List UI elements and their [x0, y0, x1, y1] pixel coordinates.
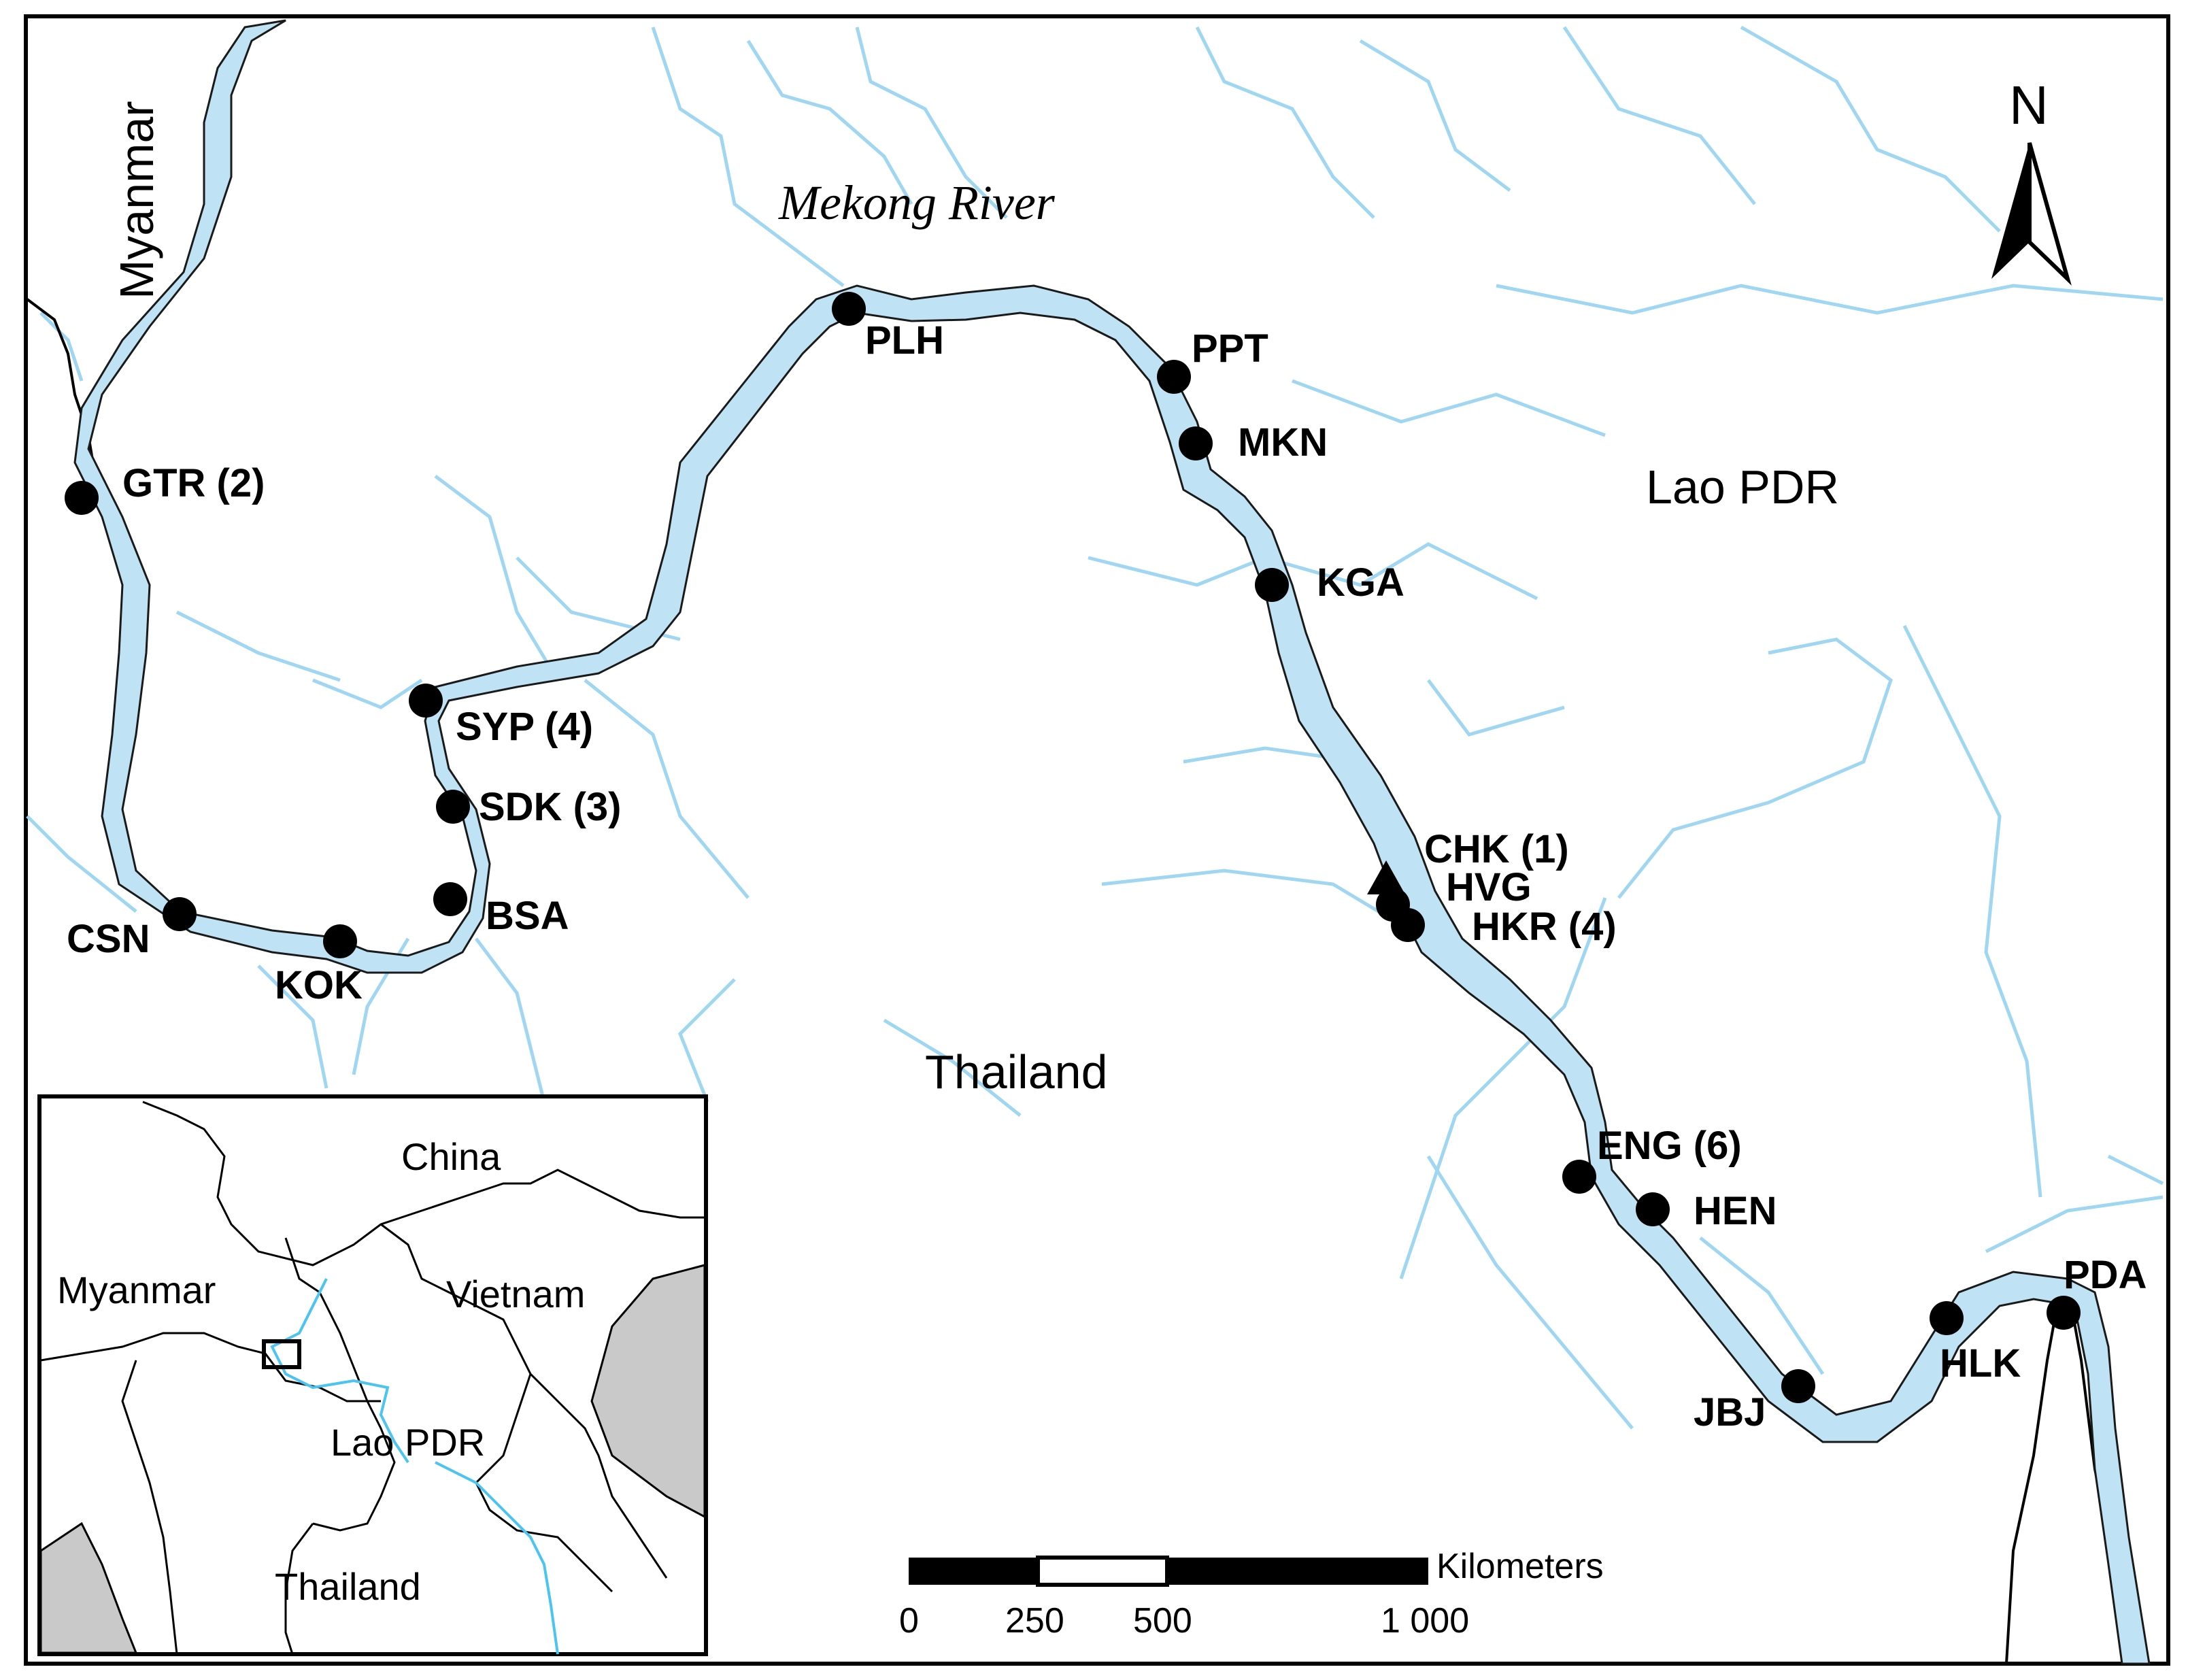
north-label: N	[2009, 75, 2049, 135]
site-point-hen[interactable]	[1636, 1192, 1670, 1226]
scale-tick-250: 250	[1005, 1601, 1064, 1641]
site-point-ppt[interactable]	[1157, 360, 1191, 394]
site-point-hkr[interactable]	[1391, 908, 1425, 942]
site-label-sdk: SDK (3)	[479, 785, 621, 829]
site-label-ppt: PPT	[1192, 326, 1268, 371]
site-label-kok: KOK	[275, 963, 363, 1007]
inset-label-myanmar: Myanmar	[57, 1269, 216, 1311]
site-label-syp: SYP (4)	[456, 705, 593, 749]
country-label-lao: Lao PDR	[1646, 460, 1839, 514]
site-point-hlk[interactable]	[1930, 1301, 1964, 1335]
site-label-pda: PDA	[2064, 1253, 2147, 1297]
site-label-kga: KGA	[1317, 560, 1404, 605]
site-label-eng: ENG (6)	[1597, 1124, 1742, 1168]
inset-label-thailand: Thailand	[275, 1565, 421, 1608]
site-point-gtr[interactable]	[65, 481, 99, 515]
site-label-bsa: BSA	[486, 894, 569, 938]
scale-tick-500: 500	[1133, 1601, 1192, 1641]
site-label-hvg: HVG	[1446, 865, 1532, 909]
site-label-hen: HEN	[1694, 1189, 1777, 1233]
site-point-plh[interactable]	[832, 292, 866, 326]
river-label: Mekong River	[778, 175, 1056, 230]
site-point-jbj[interactable]	[1781, 1369, 1815, 1403]
scale-bar: Kilometers 0 250 500 1 000	[899, 1547, 1604, 1641]
scale-tick-1000: 1 000	[1381, 1601, 1469, 1641]
inset-map: China Myanmar Vietnam Lao PDR Thailand	[37, 1094, 708, 1656]
site-point-pda[interactable]	[2047, 1296, 2081, 1330]
site-point-bsa[interactable]	[433, 882, 467, 916]
site-point-csn[interactable]	[163, 897, 197, 931]
country-label-myanmar: Myanmar	[110, 101, 163, 299]
north-arrow-icon: N	[1991, 75, 2072, 286]
site-label-csn: CSN	[67, 917, 150, 961]
site-point-sdk[interactable]	[436, 790, 470, 824]
site-label-chk: CHK (1)	[1424, 827, 1569, 871]
inset-sea-east	[590, 1264, 706, 1519]
site-point-kga[interactable]	[1255, 568, 1289, 602]
sampling-sites	[65, 292, 2081, 1403]
site-triangle-chk[interactable]	[1367, 860, 1405, 894]
site-label-mkn: MKN	[1238, 420, 1328, 465]
tributaries	[26, 25, 2164, 1430]
site-point-eng[interactable]	[1562, 1160, 1596, 1194]
site-point-kok[interactable]	[323, 924, 357, 958]
site-point-syp[interactable]	[409, 684, 443, 718]
inset-label-lao: Lao PDR	[331, 1421, 485, 1464]
site-labels: GTR (2) PLH PPT MKN KGA SYP (4) SDK (3) …	[67, 318, 2147, 1434]
inset-sea-west	[39, 1522, 138, 1654]
site-point-mkn[interactable]	[1179, 426, 1213, 460]
site-label-plh: PLH	[865, 318, 944, 363]
country-label-thailand: Thailand	[925, 1045, 1108, 1098]
inset-label-vietnam: Vietnam	[446, 1273, 585, 1315]
inset-study-area-box	[262, 1339, 301, 1369]
site-label-hkr: HKR (4)	[1472, 905, 1617, 949]
site-label-jbj: JBJ	[1694, 1390, 1766, 1434]
site-label-hlk: HLK	[1940, 1341, 2021, 1385]
scale-tick-0: 0	[899, 1601, 919, 1641]
scale-unit: Kilometers	[1436, 1547, 1604, 1586]
site-label-gtr: GTR (2)	[122, 461, 265, 505]
inset-label-china: China	[401, 1135, 501, 1178]
